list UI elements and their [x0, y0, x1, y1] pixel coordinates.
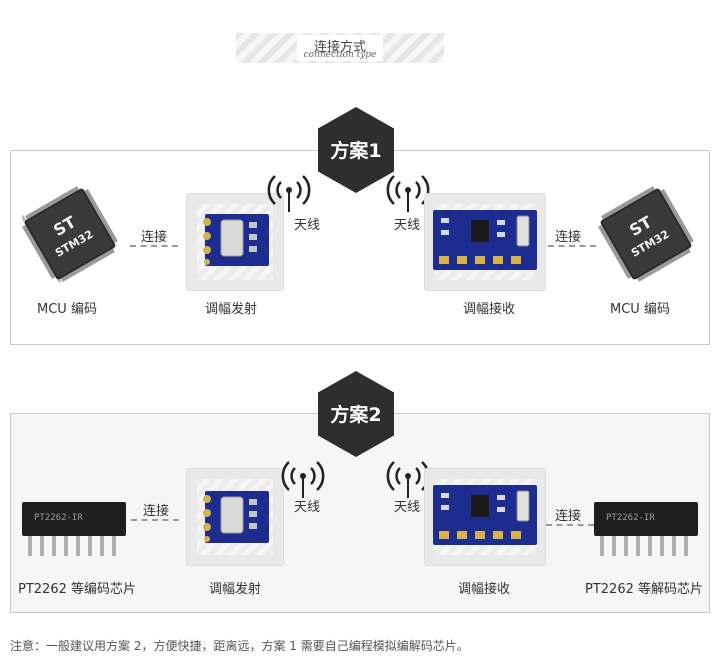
- scheme2-badge-label: 方案2: [330, 404, 382, 426]
- scheme1-rx-antenna-label: 天线: [394, 218, 421, 233]
- section-header: 连接方式 connection type: [236, 33, 444, 63]
- scheme1-tx-antenna-label: 天线: [294, 218, 321, 233]
- scheme1-tx-label: 调幅发射: [205, 302, 258, 317]
- scheme1-left-label: MCU 编码: [37, 302, 97, 317]
- scheme2-tx-antenna-label: 天线: [294, 500, 321, 515]
- scheme2-right-link-label: 连接: [555, 509, 582, 524]
- stm32-chip-left-icon: ST STM32: [22, 186, 118, 282]
- scheme2-left-label: PT2262 等编码芯片: [18, 582, 136, 597]
- pt2262-decoder-chip-icon: PT2262-IR: [594, 502, 698, 556]
- scheme2-left-link-label: 连接: [143, 504, 170, 519]
- scheme1-right-link-line: [548, 245, 596, 247]
- scheme2-rx-board: [424, 468, 546, 566]
- scheme2-badge: 方案2: [318, 371, 394, 457]
- scheme2-tx-label: 调幅发射: [209, 582, 262, 597]
- scheme1-panel: [10, 150, 710, 345]
- stm32-chip-right-icon: ST STM32: [598, 186, 694, 282]
- section-subtitle: connection type: [303, 50, 377, 60]
- pt2262-right-chip-text: PT2262-IR: [606, 513, 655, 523]
- scheme1-rx-antenna-icon: [386, 175, 430, 212]
- pt2262-left-chip-text: PT2262-IR: [34, 513, 83, 523]
- scheme2-rx-label: 调幅接收: [458, 582, 511, 597]
- scheme2-rx-components: [439, 490, 530, 539]
- section-title: 连接方式: [313, 40, 366, 55]
- scheme2-left-link-line: [131, 519, 179, 521]
- scheme1-right-link-label: 连接: [555, 230, 582, 245]
- scheme1-tx-board: [186, 193, 284, 291]
- scheme1-badge-label: 方案1: [330, 140, 382, 162]
- scheme2-tx-components: [203, 495, 257, 542]
- section-header-box: 连接方式 connection type: [297, 35, 383, 61]
- scheme1-left-link-line: [130, 245, 178, 247]
- scheme1-right-label: MCU 编码: [610, 302, 670, 317]
- scheme2-right-link-line: [546, 524, 594, 526]
- scheme2-tx-antenna-icon: [281, 461, 325, 498]
- scheme1-rx-components: [439, 215, 530, 264]
- scheme1-tx-antenna-icon: [267, 175, 311, 212]
- footer-note: 注意：一般建议用方案 2，方便快捷，距离远，方案 1 需要自己编程模拟编解码芯片…: [10, 639, 469, 653]
- scheme1-left-link-label: 连接: [141, 230, 168, 245]
- scheme1-rx-label: 调幅接收: [463, 302, 516, 317]
- scheme1-tx-components: [203, 218, 257, 265]
- pt2262-encoder-chip-icon: PT2262-IR: [22, 502, 126, 556]
- scheme2-rx-antenna-label: 天线: [394, 500, 421, 515]
- scheme2-tx-board: [186, 468, 284, 566]
- scheme2-right-label: PT2262 等解码芯片: [585, 582, 703, 597]
- scheme1-rx-board: [424, 193, 546, 291]
